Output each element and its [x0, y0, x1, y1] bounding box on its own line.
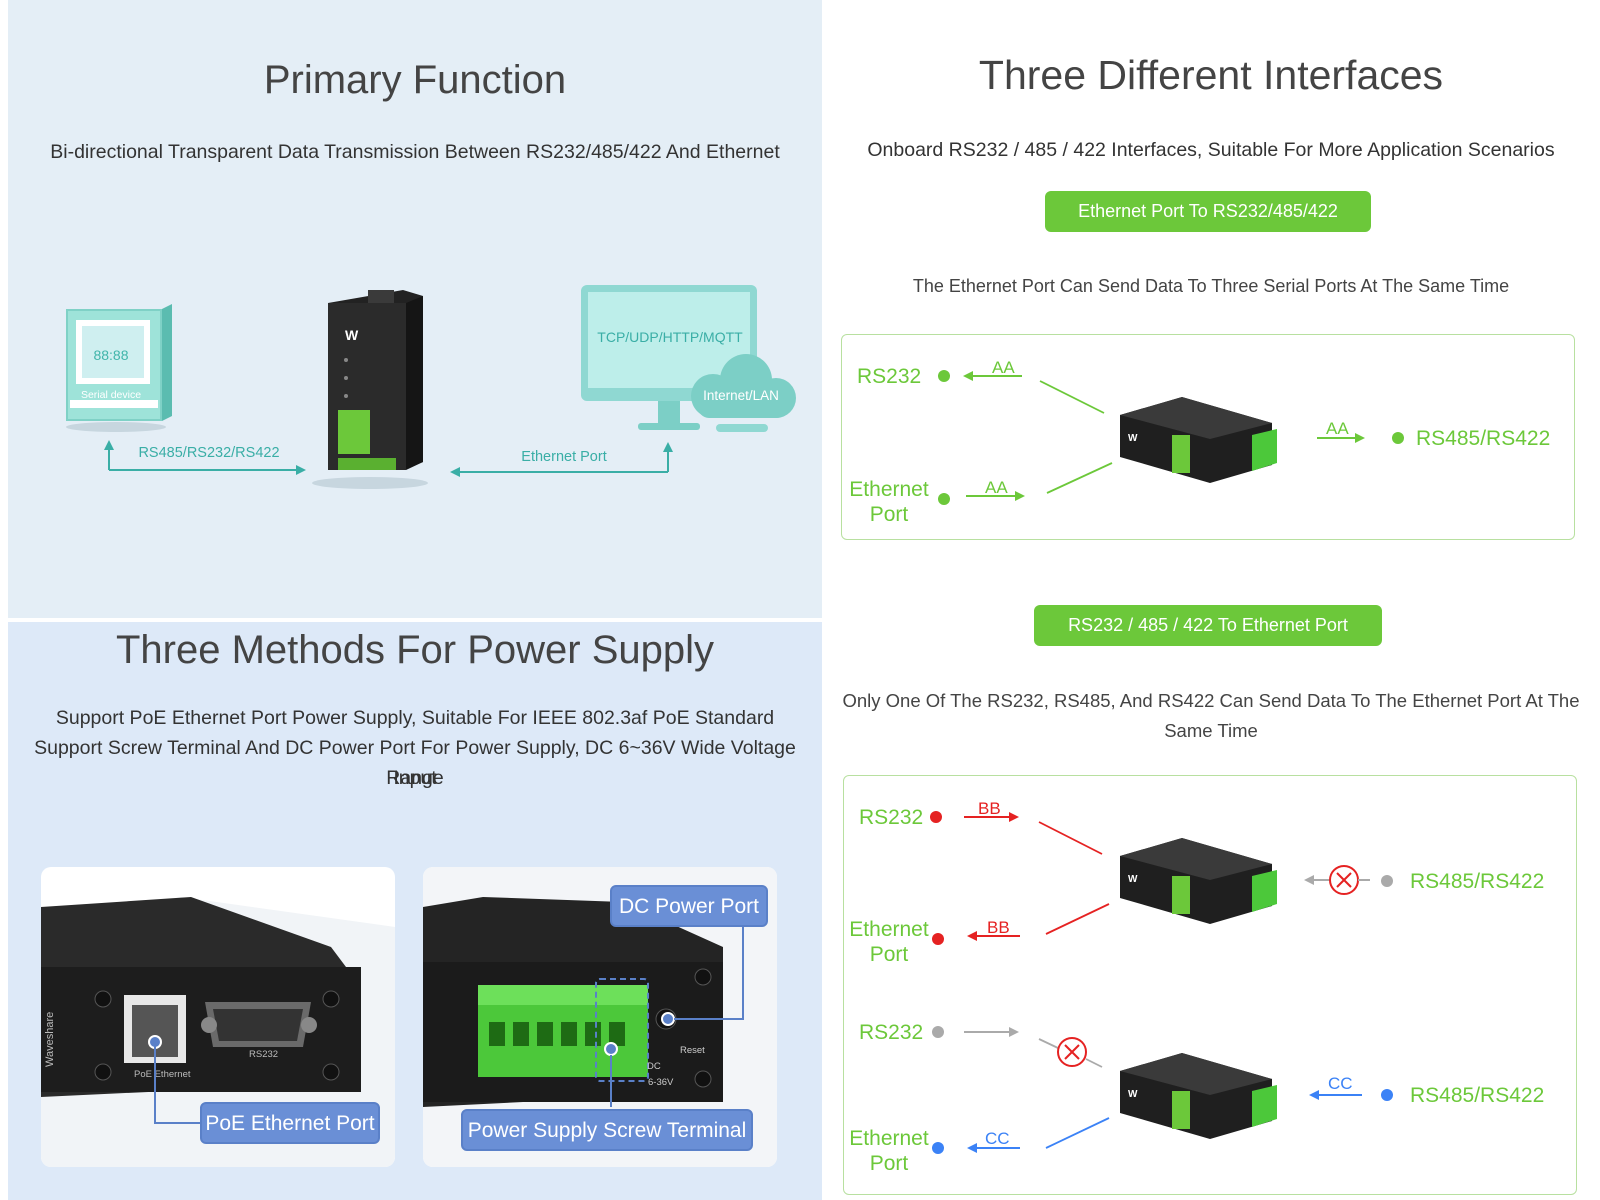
- primary-title: Primary Function: [263, 58, 567, 102]
- serial-caption: Serial device: [81, 389, 141, 401]
- d2-rs485-label: RS485/RS422: [1410, 870, 1545, 893]
- primary-diagram: 88:88 Serial device W TCP/UDP/HTTP/MQTT: [66, 285, 796, 489]
- d1-rs485-label: RS485/RS422: [1416, 427, 1551, 450]
- power-title: Three Methods For Power Supply: [115, 628, 715, 672]
- d3-converter-icon: W: [1120, 1053, 1277, 1139]
- d3-rs232-label: RS232: [859, 1021, 924, 1044]
- power-line-1: Support PoE Ethernet Port Power Supply, …: [55, 707, 775, 729]
- poe-photo-card: Waveshare PoE Ethernet RS232 PoE Etherne…: [41, 867, 395, 1167]
- power-supply-panel: Three Methods For Power Supply Support P…: [8, 622, 822, 1200]
- d1-lines: W: [963, 371, 1365, 501]
- d3-rs485-tag: CC: [1328, 1074, 1353, 1093]
- primary-subtitle: Bi-directional Transparent Data Transmis…: [50, 141, 780, 163]
- rs232-port-label: RS232: [249, 1049, 278, 1060]
- d2-converter-icon: W: [1120, 838, 1277, 924]
- dc-power-port-callout: DC Power Port: [610, 885, 768, 927]
- cloud-text: Internet/LAN: [703, 388, 779, 403]
- d1-rs232-dot: [938, 370, 950, 382]
- brand-text: Waveshare: [44, 1012, 56, 1067]
- poe-ethernet-port-callout: PoE Ethernet Port: [200, 1102, 380, 1144]
- d1-rs485-dot: [1392, 432, 1404, 444]
- d2-rs232-tag: BB: [978, 799, 1001, 818]
- ethernet-link-label: Ethernet Port: [521, 449, 606, 465]
- interfaces-panel: Three Different Interfaces Onboard RS232…: [822, 0, 1600, 1200]
- interfaces-title: Three Different Interfaces: [978, 52, 1444, 98]
- serial-device-icon: [66, 304, 172, 421]
- screw-marker: [604, 1042, 618, 1056]
- ethernet-link-arrow: [450, 442, 673, 477]
- ethernet-to-serial-button[interactable]: Ethernet Port To RS232/485/422: [1045, 191, 1371, 232]
- dc-marker: [661, 1012, 675, 1026]
- serial-to-ethernet-description: Only One Of The RS232, RS485, And RS422 …: [842, 690, 1580, 741]
- poe-device-illustration: Waveshare PoE Ethernet RS232: [41, 897, 395, 1167]
- d1-rs232-label: RS232: [857, 365, 922, 388]
- serial-to-ethernet-button[interactable]: RS232 / 485 / 422 To Ethernet Port: [1034, 605, 1382, 646]
- d1-converter-icon: W: [1120, 397, 1277, 483]
- power-supply-screw-terminal-callout: Power Supply Screw Terminal: [461, 1109, 753, 1151]
- serial-link-label: RS485/RS232/RS422: [138, 445, 279, 461]
- d2-ethernet-dot: [932, 933, 944, 945]
- primary-function-panel: Primary Function Bi-directional Transpar…: [8, 0, 822, 618]
- d2-rs485-dot: [1381, 875, 1393, 887]
- d2-d3-lines: W W: [964, 812, 1370, 1153]
- d2-ethernet-label: Ethernet Port: [849, 918, 929, 966]
- svg-text:W: W: [1128, 874, 1138, 885]
- monitor-text: TCP/UDP/HTTP/MQTT: [597, 329, 743, 345]
- d1-ethernet-dot: [938, 493, 950, 505]
- d3-ethernet-dot: [932, 1142, 944, 1154]
- voltage-label: 6-36V: [648, 1077, 674, 1088]
- reset-label: Reset: [680, 1045, 705, 1056]
- serial-link-arrow: [104, 440, 306, 475]
- power-line-3: Input: [393, 767, 437, 789]
- monitor-icon: [581, 285, 757, 430]
- d3-rs485-dot: [1381, 1089, 1393, 1101]
- serial-display-text: 88:88: [93, 347, 128, 363]
- d2-rs232-label: RS232: [859, 806, 924, 829]
- svg-text:W: W: [1128, 433, 1138, 444]
- d2-ethernet-tag: BB: [987, 918, 1010, 937]
- d1-rs232-tag: AA: [992, 358, 1015, 377]
- d3-rs232-dot: [932, 1026, 944, 1038]
- d3-ethernet-label: Ethernet Port: [849, 1127, 929, 1175]
- dc-label: DC: [647, 1061, 661, 1072]
- diagram-serial-to-ethernet: RS232 BB Ethernet Port BB RS485/RS422 RS…: [843, 775, 1577, 1195]
- cloud-icon: [691, 354, 796, 432]
- power-line-2: Support Screw Terminal And DC Power Port…: [34, 737, 796, 789]
- d2-rs232-dot: [930, 811, 942, 823]
- power-terminal-photo-card: DC Reset 6-36V DC Power Port Power Suppl…: [423, 867, 777, 1167]
- poe-port-label: PoE Ethernet: [134, 1069, 191, 1080]
- svg-text:W: W: [1128, 1089, 1138, 1100]
- d1-ethernet-tag: AA: [985, 478, 1008, 497]
- interfaces-subtitle: Onboard RS232 / 485 / 422 Interfaces, Su…: [867, 139, 1555, 161]
- d1-ethernet-label: Ethernet Port: [849, 478, 929, 526]
- d3-ethernet-tag: CC: [985, 1129, 1010, 1148]
- diagram-ethernet-to-serial: RS232 AA Ethernet Port AA AA RS485/RS422…: [841, 334, 1575, 540]
- d3-rs485-label: RS485/RS422: [1410, 1084, 1545, 1107]
- ethernet-to-serial-description: The Ethernet Port Can Send Data To Three…: [912, 276, 1510, 296]
- converter-device-icon: W: [328, 290, 423, 470]
- d1-rs485-tag: AA: [1326, 419, 1349, 438]
- device-logo: W: [345, 327, 359, 343]
